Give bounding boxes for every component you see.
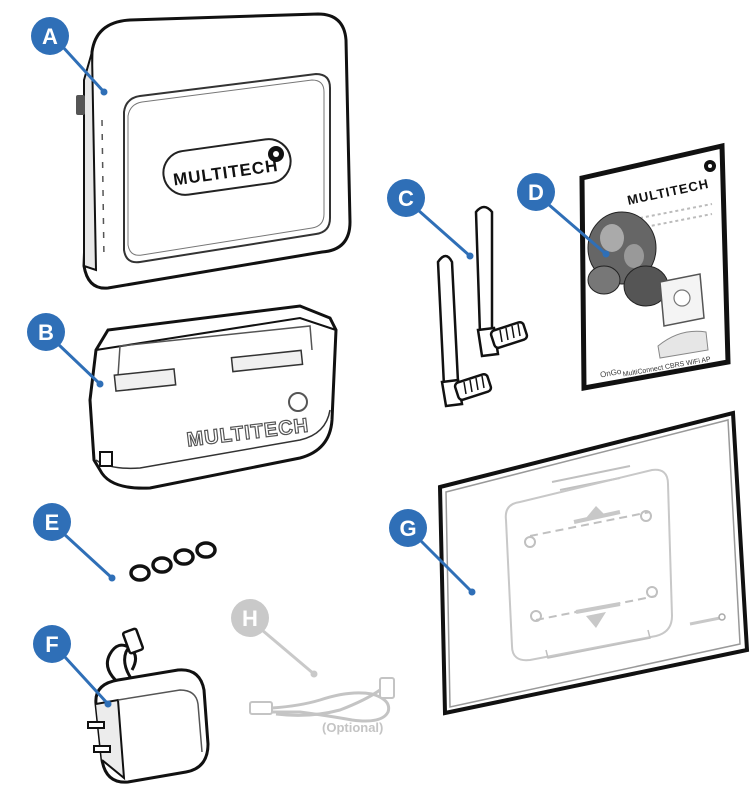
guide-footer-logo: OnGo	[599, 367, 622, 380]
antenna-illustration	[436, 205, 529, 408]
callout-d-letter: D	[528, 180, 544, 205]
router-illustration: MULTITECH	[76, 12, 352, 290]
callout-b-letter: B	[38, 320, 54, 345]
callout-g: G	[389, 509, 427, 547]
callout-e: E	[33, 503, 71, 541]
callout-c: C	[387, 179, 425, 217]
washers-illustration	[129, 541, 217, 582]
callout-f: F	[33, 625, 71, 663]
quick-start-guide-illustration: MULTITECH OnGo MultiConnect CBRS WiFi AP	[579, 142, 731, 391]
callout-e-letter: E	[45, 510, 60, 535]
callout-leaders	[56, 44, 610, 708]
callout-d: D	[517, 173, 555, 211]
callout-a: A	[31, 17, 69, 55]
power-adapter-illustration	[87, 627, 210, 784]
cable-optional-note: (Optional)	[322, 720, 383, 735]
callout-f-letter: F	[45, 632, 58, 657]
callout-a-letter: A	[42, 24, 58, 49]
callout-h-letter: H	[242, 606, 258, 631]
mounting-template-illustration	[437, 410, 750, 716]
cover-illustration: MULTITECH	[88, 304, 338, 490]
ethernet-cable-illustration: (Optional)	[249, 677, 395, 735]
callout-h: H	[231, 599, 269, 637]
callout-c-letter: C	[398, 186, 414, 211]
callout-b: B	[27, 313, 65, 351]
callout-g-letter: G	[399, 516, 416, 541]
